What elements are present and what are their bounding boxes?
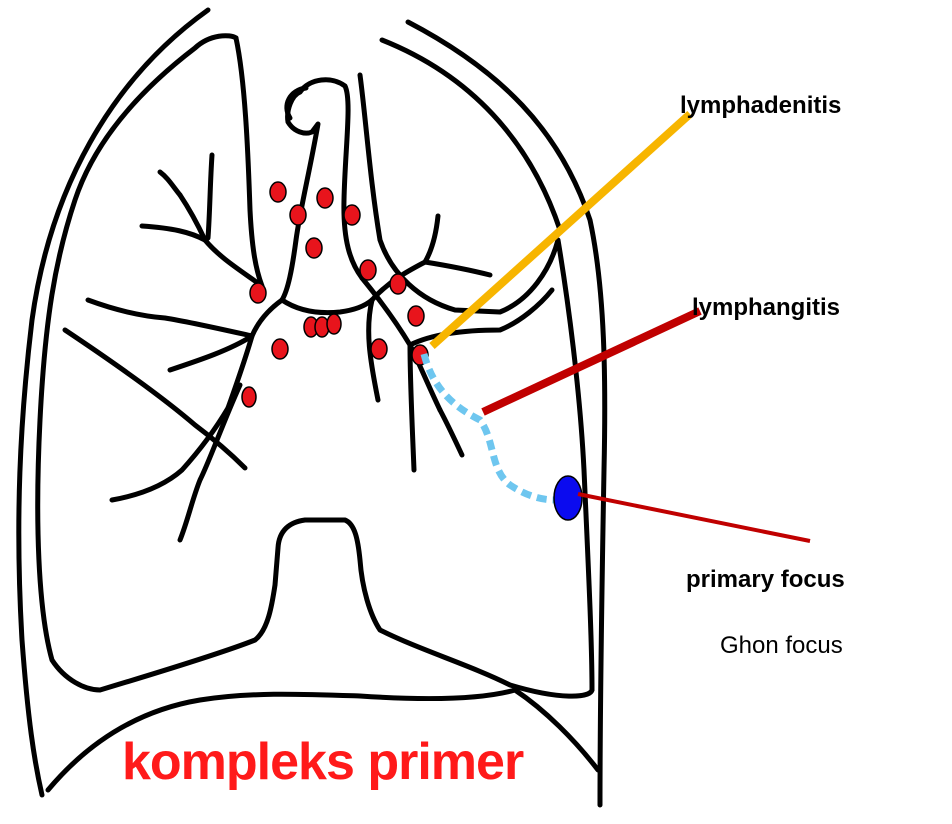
lymph-node — [290, 205, 306, 225]
lymph-node — [344, 205, 360, 225]
pointer-lymphangitis — [483, 311, 700, 412]
lymph-nodes — [242, 182, 428, 407]
lymph-node — [306, 238, 322, 258]
bronchus-right-lower — [410, 345, 414, 470]
lymph-node — [242, 387, 256, 407]
pointer-lymphadenitis — [432, 114, 690, 346]
lymph-node — [408, 306, 424, 326]
right-lung-outline — [360, 75, 592, 690]
lymph-node — [250, 283, 266, 303]
chest-wall-right — [408, 22, 605, 805]
carina — [282, 300, 372, 313]
bronchus-left-upper-branch-c — [208, 155, 212, 238]
diagram-title: kompleks primer — [122, 732, 523, 792]
label-lymphadenitis: lymphadenitis — [680, 92, 841, 120]
bronchus-right-lower-2 — [440, 410, 462, 455]
lymph-node — [317, 188, 333, 208]
lymph-node — [327, 314, 341, 334]
bronchus-right-upper-2 — [425, 262, 490, 275]
right-lung-upper — [382, 40, 560, 230]
lymph-node — [270, 182, 286, 202]
lymph-node — [360, 260, 376, 280]
pointer-primary-focus — [578, 494, 810, 541]
primary-focus-marker — [554, 476, 582, 520]
bronchus-left-mid — [170, 336, 252, 370]
trachea-loop — [287, 88, 306, 118]
bronchus-left-upper — [88, 300, 252, 336]
left-lung-apex — [236, 38, 262, 286]
lymph-node — [390, 274, 406, 294]
trachea-left-wall — [282, 92, 318, 300]
label-lymphangitis: lymphangitis — [692, 294, 840, 322]
lymph-node — [371, 339, 387, 359]
label-primary-focus: primary focus — [686, 566, 845, 594]
lymphatic-path — [424, 354, 556, 500]
lymph-node — [272, 339, 288, 359]
bronchus-left-upper-branch-d — [160, 172, 180, 195]
bronchus-left-upper-branch-b — [142, 226, 205, 240]
label-ghon-focus: Ghon focus — [720, 632, 843, 660]
